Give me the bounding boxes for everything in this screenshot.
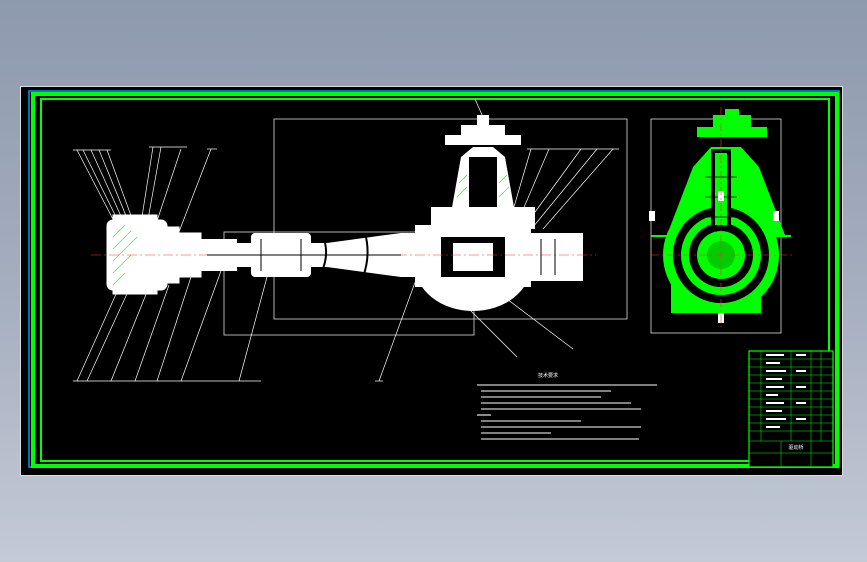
assembly-drawing: 技术要求: [28, 90, 840, 468]
reducer-section-view: [649, 107, 793, 327]
drawing-frame: [28, 90, 840, 468]
differential-housing: [415, 219, 583, 311]
axle-assembly-view: [91, 115, 596, 311]
tech-notes-title: 技术要求: [538, 372, 558, 379]
hub-hatch: [112, 224, 138, 286]
shaft-details: [207, 239, 556, 275]
title-block-name: 驱动桥: [788, 444, 803, 451]
title-block: 驱动桥: [748, 350, 834, 468]
drawing-sheet[interactable]: 技术要求: [20, 86, 843, 476]
leader-tick-marks: [73, 146, 619, 382]
main-reducer-tower: [431, 115, 535, 229]
tower-inner: [469, 157, 497, 207]
tower-hatch: [456, 174, 510, 198]
technical-notes: 技术要求: [477, 372, 657, 440]
tech-notes-lines: [477, 384, 657, 440]
leader-lines: [76, 98, 614, 382]
